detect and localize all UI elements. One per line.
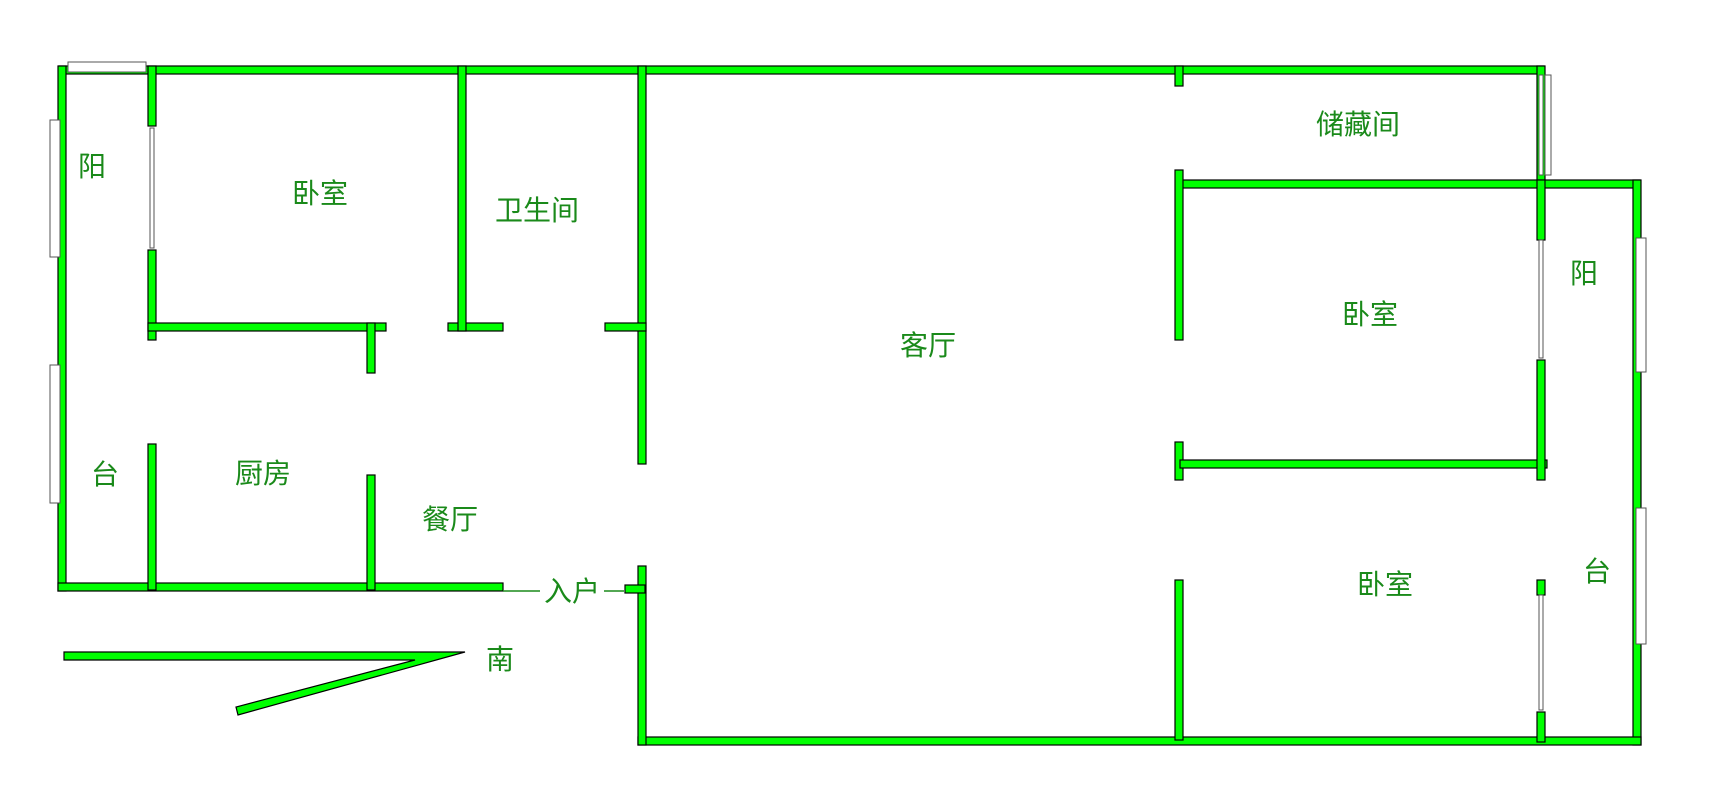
window-bedroom-bottom-right — [1538, 594, 1544, 711]
entrance-label: 入户 — [543, 575, 601, 608]
room-label-bedroom-right-mid: 卧室 — [1341, 298, 1399, 331]
bedroom-mid-left-wall — [1174, 169, 1184, 341]
window-bedroom-mid-right — [1538, 239, 1544, 359]
bathroom-left-stub — [447, 322, 504, 332]
balcony-inner-wall-bottom — [147, 443, 157, 591]
bedroom-mid-bottom-wall — [1179, 459, 1548, 469]
balcony-inner-wall-mid — [147, 249, 157, 341]
living-left-lower-wall — [637, 565, 647, 746]
window-balcony-inner — [149, 127, 155, 249]
bedroom-bottom-left-wall — [1174, 579, 1184, 741]
window-left-upper — [49, 119, 61, 258]
window-storage-outer — [1544, 74, 1552, 176]
room-label-dining: 餐厅 — [421, 503, 479, 536]
window-storage-right — [1538, 74, 1544, 176]
window-left-lower — [49, 364, 61, 504]
room-label-balcony-right-top: 阳 — [1569, 257, 1599, 290]
room-label-bathroom: 卫生间 — [494, 194, 580, 227]
room-label-balcony-right-bottom: 台 — [1582, 555, 1612, 588]
bottom-outer-wall — [637, 736, 1642, 746]
compass-arrow — [63, 651, 466, 716]
bedroom-bottom-wall — [147, 322, 387, 332]
storage-bottom-wall — [1179, 179, 1641, 189]
window-right-lower — [1635, 507, 1647, 645]
room-label-storage: 储藏间 — [1315, 108, 1401, 141]
entry-stub-wall — [624, 584, 646, 594]
bathroom-left-wall — [457, 65, 467, 332]
windows — [49, 61, 1647, 711]
right-balcony-inner-mid — [1536, 359, 1546, 481]
storage-left-stub — [1174, 65, 1184, 87]
room-label-bedroom-right-bottom: 卧室 — [1356, 568, 1414, 601]
kitchen-right-wall — [366, 474, 376, 591]
living-left-upper-wall — [637, 65, 647, 465]
window-right-upper — [1635, 237, 1647, 373]
room-label-bedroom-top-left: 卧室 — [291, 177, 349, 210]
bottom-left-outer-wall — [57, 582, 504, 592]
balcony-inner-wall-top — [147, 65, 157, 127]
bedroom-door-stub — [366, 322, 376, 374]
right-balcony-inner-top — [1536, 179, 1546, 241]
room-label-kitchen: 厨房 — [234, 457, 292, 490]
room-label-balcony-left-bottom: 台 — [90, 458, 120, 491]
walls — [57, 65, 1642, 746]
right-balcony-inner-stub — [1536, 579, 1546, 596]
south-arrow — [63, 651, 466, 716]
room-label-living: 客厅 — [899, 329, 957, 362]
top-outer-wall — [58, 65, 1545, 75]
bathroom-right-stub — [604, 322, 647, 332]
right-balcony-inner-bottom — [1536, 711, 1546, 743]
room-label-balcony-left-top: 阳 — [77, 150, 107, 183]
compass-label-south: 南 — [485, 643, 515, 676]
window-top-left — [67, 61, 147, 73]
